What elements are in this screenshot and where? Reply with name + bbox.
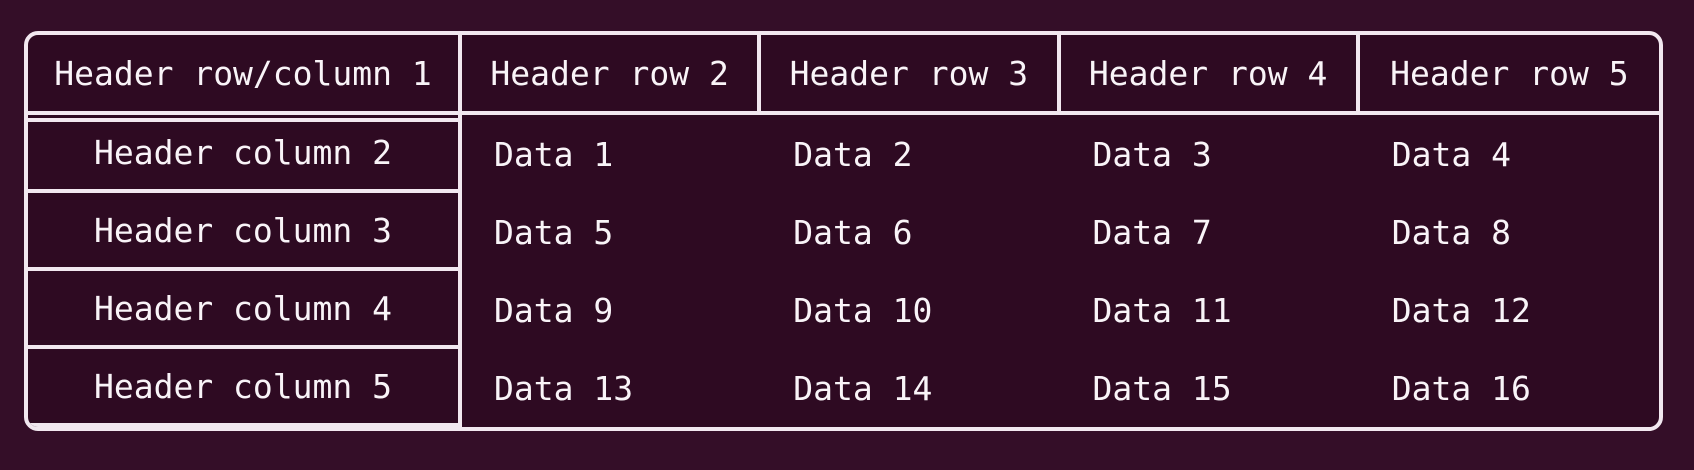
data-cell: Data 1 <box>462 115 761 193</box>
row-header-label: Header column 2 <box>93 132 392 172</box>
data-value: Data 13 <box>494 368 634 408</box>
data-value: Data 6 <box>793 212 913 252</box>
data-value: Data 11 <box>1092 290 1232 330</box>
data-cell: Data 3 <box>1061 115 1360 193</box>
row-header-label: Header column 3 <box>93 210 392 250</box>
data-cell: Data 5 <box>462 193 761 271</box>
data-value: Data 14 <box>793 368 933 408</box>
data-value: Data 10 <box>793 290 933 330</box>
data-value: Data 5 <box>494 212 614 252</box>
data-value: Data 7 <box>1092 212 1212 252</box>
corner-header-label: Header row/column 1 <box>54 53 432 93</box>
column-header-cell: Header row 2 <box>462 35 762 115</box>
column-header-label: Header row 2 <box>490 53 729 93</box>
row-header-cell: Header column 3 <box>28 193 462 271</box>
column-header-cell: Header row 3 <box>761 35 1061 115</box>
corner-header-cell: Header row/column 1 <box>28 35 462 115</box>
data-cell: Data 16 <box>1360 349 1659 427</box>
data-value: Data 1 <box>494 134 614 174</box>
data-cell: Data 7 <box>1061 193 1360 271</box>
data-cell: Data 2 <box>761 115 1060 193</box>
data-value: Data 4 <box>1391 134 1511 174</box>
column-header-label: Header row 4 <box>1088 53 1328 93</box>
data-cell: Data 13 <box>462 349 761 427</box>
data-cell: Data 6 <box>761 193 1060 271</box>
data-cell: Data 10 <box>761 271 1060 349</box>
data-value: Data 8 <box>1391 212 1511 252</box>
column-header-label: Header row 5 <box>1390 53 1629 93</box>
data-cell: Data 11 <box>1061 271 1360 349</box>
row-header-cell: Header column 2 <box>28 115 462 193</box>
column-header-label: Header row 3 <box>789 53 1029 93</box>
data-value: Data 3 <box>1092 134 1212 174</box>
data-cell: Data 8 <box>1360 193 1659 271</box>
data-cell: Data 15 <box>1061 349 1360 427</box>
row-header-cell: Header column 4 <box>28 271 462 349</box>
demo-table: Header row/column 1 Header row 2 Header … <box>24 31 1663 431</box>
data-value: Data 15 <box>1092 368 1232 408</box>
column-header-cell: Header row 5 <box>1359 35 1659 115</box>
data-cell: Data 14 <box>761 349 1060 427</box>
data-value: Data 12 <box>1391 290 1531 330</box>
row-header-label: Header column 4 <box>93 288 392 328</box>
column-header-cell: Header row 4 <box>1060 35 1360 115</box>
data-cell: Data 12 <box>1360 271 1659 349</box>
data-value: Data 2 <box>793 134 913 174</box>
data-value: Data 9 <box>494 290 614 330</box>
data-cell: Data 4 <box>1360 115 1659 193</box>
data-cell: Data 9 <box>462 271 761 349</box>
row-header-cell: Header column 5 <box>28 349 462 427</box>
row-header-label: Header column 5 <box>93 366 392 406</box>
data-value: Data 16 <box>1391 368 1531 408</box>
